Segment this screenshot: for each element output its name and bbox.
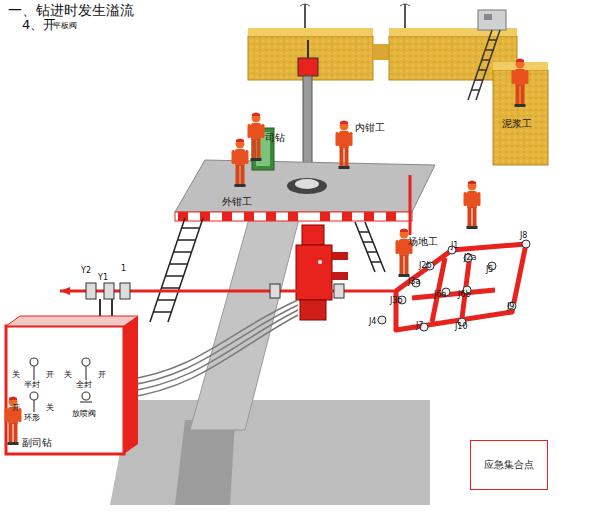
worker-label: 场地工 bbox=[408, 236, 438, 247]
worker-label: 泥浆工 bbox=[502, 118, 532, 129]
valve-label: J4 bbox=[369, 318, 376, 327]
panel-label: 开 bbox=[46, 371, 54, 380]
panel-label: 放喷阀 bbox=[72, 410, 96, 419]
step-label: 4、开 bbox=[22, 18, 56, 32]
valve-label: 1 bbox=[121, 265, 126, 274]
valve-label: J9 bbox=[507, 303, 514, 312]
panel-label: 关 bbox=[46, 404, 54, 413]
valve-label: J3b bbox=[390, 297, 403, 306]
worker-label: 内钳工 bbox=[355, 122, 385, 133]
valve-label: J2b bbox=[419, 262, 432, 271]
panel-label: 开 bbox=[12, 404, 20, 413]
valve-label: J7 bbox=[416, 322, 423, 331]
valve-label: J6a bbox=[434, 291, 446, 300]
valve-label: J10 bbox=[455, 323, 468, 332]
panel-label: 关 bbox=[12, 371, 20, 380]
step-label: 平板阀 bbox=[53, 22, 77, 31]
panel-label: 开 bbox=[98, 371, 106, 380]
valve-label: Y2 bbox=[81, 267, 91, 276]
node-text: 应急集合点 bbox=[484, 458, 534, 472]
assembly-point-box: 应急集合点 bbox=[470, 440, 548, 490]
valve-label: J8 bbox=[520, 232, 527, 241]
valve-label: J1 bbox=[451, 242, 458, 251]
valve-label: J2a bbox=[464, 254, 476, 263]
panel-label: 关 bbox=[64, 371, 72, 380]
panel-label: 半封 bbox=[24, 381, 40, 390]
worker-label: 外钳工 bbox=[222, 196, 252, 207]
valve-label: J5 bbox=[486, 266, 493, 275]
panel-label: 环形 bbox=[24, 414, 40, 423]
worker-label: 副司钻 bbox=[22, 437, 52, 448]
valve-label: J6b bbox=[458, 291, 471, 300]
worker-label: 司钻 bbox=[265, 132, 285, 143]
valve-label: Y1 bbox=[98, 274, 108, 283]
valve-label: J3a bbox=[408, 278, 420, 287]
panel-label: 全封 bbox=[76, 381, 92, 390]
